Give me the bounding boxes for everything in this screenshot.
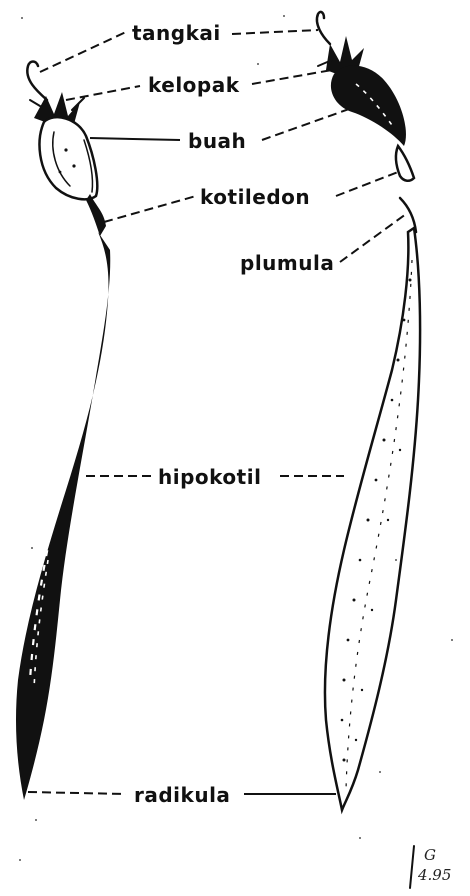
right-stalk (317, 12, 330, 44)
leader-radikula-left (28, 792, 126, 794)
left-seedling (16, 62, 110, 801)
leader-kotiledon-left (104, 196, 196, 222)
leader-plumula (340, 214, 406, 262)
artist-signature: G 4.95 (410, 846, 451, 888)
leader-kelopak-right (252, 70, 332, 84)
leader-kelopak-left (66, 86, 140, 100)
right-fruit (331, 65, 406, 146)
leader-tangkai-right (232, 30, 318, 34)
left-stalk (27, 62, 47, 101)
label-plumula: plumula (240, 251, 334, 275)
left-cotyledon (86, 194, 106, 236)
svg-text:G: G (424, 846, 436, 864)
leader-tangkai-left (40, 32, 126, 72)
right-hypocotyl (325, 228, 420, 810)
label-tangkai: tangkai (132, 21, 221, 45)
leader-buah-right (262, 108, 352, 140)
label-kelopak: kelopak (148, 73, 240, 97)
label-hipokotil: hipokotil (158, 465, 261, 489)
left-hypocotyl (16, 232, 110, 800)
svg-text:4.95: 4.95 (417, 866, 451, 884)
leader-buah-left (90, 138, 180, 140)
label-buah: buah (188, 129, 246, 153)
right-seedling (317, 12, 420, 810)
label-radikula: radikula (134, 783, 230, 807)
leader-kotiledon-right (336, 172, 398, 196)
label-kotiledon: kotiledon (200, 185, 310, 209)
right-cotyledon (396, 146, 414, 181)
